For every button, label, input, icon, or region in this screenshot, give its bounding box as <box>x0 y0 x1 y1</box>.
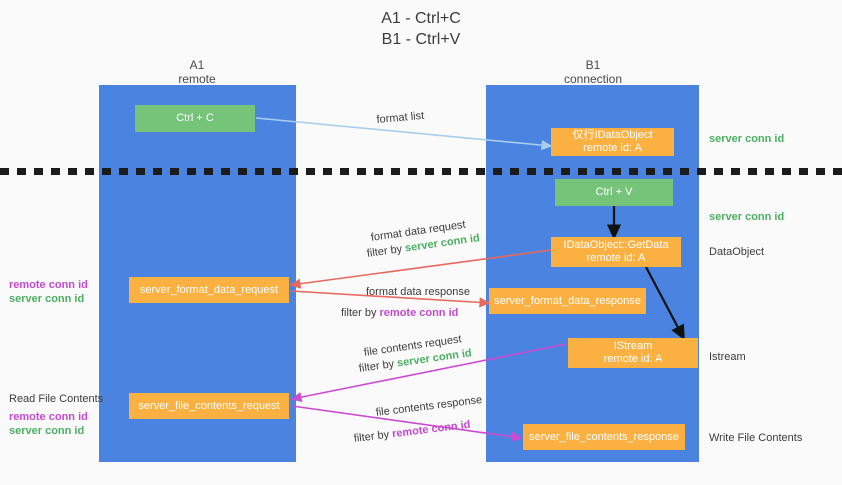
title-line-1: A1 - Ctrl+C <box>381 10 461 27</box>
node-idataobject-getdata[interactable]: IDataObject::GetData remote id: A <box>551 237 681 267</box>
node-ctrl-c[interactable]: Ctrl + C <box>135 105 255 132</box>
column-a1-name: A1 <box>189 58 205 72</box>
column-header-a1: A1 remote <box>117 58 277 86</box>
right-label-dataobject: DataObject <box>709 246 765 258</box>
filter-prefix: filter by <box>353 428 393 445</box>
left-label-remote-conn-id-2: remote conn id <box>9 411 88 423</box>
column-b1-name: B1 <box>585 58 601 72</box>
node-ctrl-v[interactable]: Ctrl + V <box>555 179 673 206</box>
right-label-write-file-contents: Write File Contents <box>709 432 803 444</box>
filter-value-remote-conn-id: remote conn id <box>391 418 472 441</box>
node-server-format-data-response[interactable]: server_format_data_response <box>489 288 646 314</box>
edge-label-format-data-response: format data response <box>366 286 470 298</box>
node-idataobject[interactable]: 仅行IDataObject remote id: A <box>551 128 674 156</box>
edge-label-file-contents-response-filter: filter by remote conn id <box>353 418 471 446</box>
right-label-istream: Istream <box>709 351 746 363</box>
diagram-title: A1 - Ctrl+C B1 - Ctrl+V <box>0 8 842 50</box>
left-label-read-file-contents: Read File Contents <box>9 393 104 405</box>
title-line-2: B1 - Ctrl+V <box>381 31 461 48</box>
left-label-remote-conn-id-1: remote conn id <box>9 279 88 291</box>
node-server-file-contents-response[interactable]: server_file_contents_response <box>523 424 685 450</box>
right-label-server-conn-id-2: server conn id <box>709 211 785 223</box>
right-label-server-conn-id-1: server conn id <box>709 133 785 145</box>
filter-prefix: filter by <box>341 307 380 319</box>
left-label-server-conn-id-2: server conn id <box>9 425 85 437</box>
edge-label-format-list: format list <box>376 109 425 126</box>
edge-label-file-contents-response: file contents response <box>375 393 483 419</box>
node-server-format-data-request[interactable]: server_format_data_request <box>129 277 289 303</box>
phase-divider <box>0 168 842 175</box>
filter-prefix: filter by <box>366 242 406 260</box>
left-label-server-conn-id-1: server conn id <box>9 293 85 305</box>
node-server-file-contents-request[interactable]: server_file_contents_request <box>129 393 289 419</box>
filter-value-remote-conn-id: remote conn id <box>379 307 459 319</box>
filter-prefix: filter by <box>358 357 398 375</box>
column-a1-sub: remote <box>178 72 216 86</box>
edge-label-format-data-response-filter: filter by remote conn id <box>341 306 458 320</box>
column-b1-sub: connection <box>563 72 623 86</box>
column-header-b1: B1 connection <box>513 58 673 86</box>
node-istream[interactable]: IStream remote id: A <box>568 338 698 368</box>
